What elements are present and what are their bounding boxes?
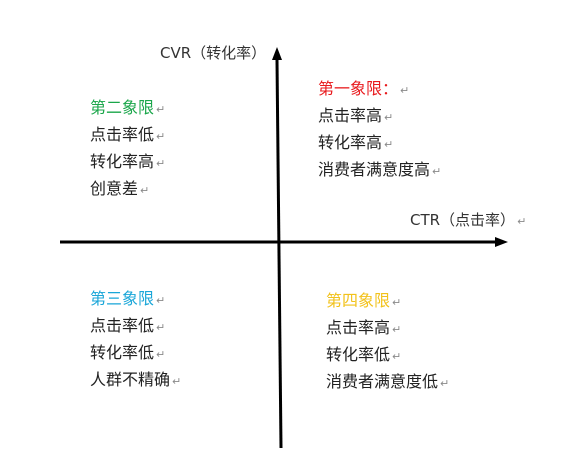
quadrant-1: 第一象限：↵ 点击率高↵ 转化率高↵ 消费者满意度高↵ <box>318 78 441 186</box>
quadrant-4-line-1: 点击率高↵ <box>326 318 402 337</box>
y-axis-arrowhead <box>272 47 282 60</box>
quadrant-4-line-3: 消费者满意度低↵ <box>326 372 450 391</box>
paragraph-mark-icon: ↵ <box>392 296 402 309</box>
quadrant-1-line-3: 消费者满意度高↵ <box>318 160 442 179</box>
quadrant-4-title: 第四象限↵ <box>326 291 402 310</box>
y-axis-label: CVR（转化率） <box>160 44 266 62</box>
x-axis-label-text: CTR（点击率） <box>410 211 516 229</box>
quadrant-2: 第二象限↵ 点击率低↵ 转化率高↵ 创意差↵ <box>90 97 165 205</box>
y-axis-label-text: CVR（转化率） <box>160 44 267 62</box>
paragraph-mark-icon: ↵ <box>392 323 402 336</box>
paragraph-mark-icon: ↵ <box>440 377 450 390</box>
x-axis-label: CTR（点击率）↵ <box>410 211 526 231</box>
quadrant-2-title: 第二象限↵ <box>90 98 166 117</box>
paragraph-mark-icon: ↵ <box>156 321 166 334</box>
quadrant-1-line-2: 转化率高↵ <box>318 133 394 152</box>
quadrant-1-line-1: 点击率高↵ <box>318 106 394 125</box>
paragraph-mark-icon: ↵ <box>156 157 166 170</box>
paragraph-mark-icon: ↵ <box>400 84 410 97</box>
quadrant-4-line-2: 转化率低↵ <box>326 345 402 364</box>
paragraph-mark-icon: ↵ <box>392 350 402 363</box>
paragraph-mark-icon: ↵ <box>156 348 166 361</box>
quadrant-3-title: 第三象限↵ <box>90 289 166 308</box>
paragraph-mark-icon: ↵ <box>156 294 166 307</box>
quadrant-2-line-1: 点击率低↵ <box>90 125 166 144</box>
paragraph-mark-icon: ↵ <box>384 138 394 151</box>
paragraph-mark-icon: ↵ <box>517 215 527 228</box>
paragraph-mark-icon: ↵ <box>172 375 182 388</box>
quadrant-3-line-3: 人群不精确↵ <box>90 370 182 389</box>
paragraph-mark-icon: ↵ <box>140 184 150 197</box>
y-axis-line <box>275 59 283 449</box>
quadrant-2-line-2: 转化率高↵ <box>90 152 166 171</box>
paragraph-mark-icon: ↵ <box>432 165 442 178</box>
quadrant-4: 第四象限↵ 点击率高↵ 转化率低↵ 消费者满意度低↵ <box>326 290 449 398</box>
paragraph-mark-icon: ↵ <box>156 130 166 143</box>
quadrant-2-line-3: 创意差↵ <box>90 179 150 198</box>
paragraph-mark-icon: ↵ <box>156 103 166 116</box>
quadrant-1-title: 第一象限：↵ <box>318 79 410 98</box>
quadrant-3-line-2: 转化率低↵ <box>90 343 166 362</box>
quadrant-3: 第三象限↵ 点击率低↵ 转化率低↵ 人群不精确↵ <box>90 288 181 396</box>
quadrant-3-line-1: 点击率低↵ <box>90 316 166 335</box>
paragraph-mark-icon: ↵ <box>384 111 394 124</box>
x-axis-arrowhead <box>495 237 508 247</box>
